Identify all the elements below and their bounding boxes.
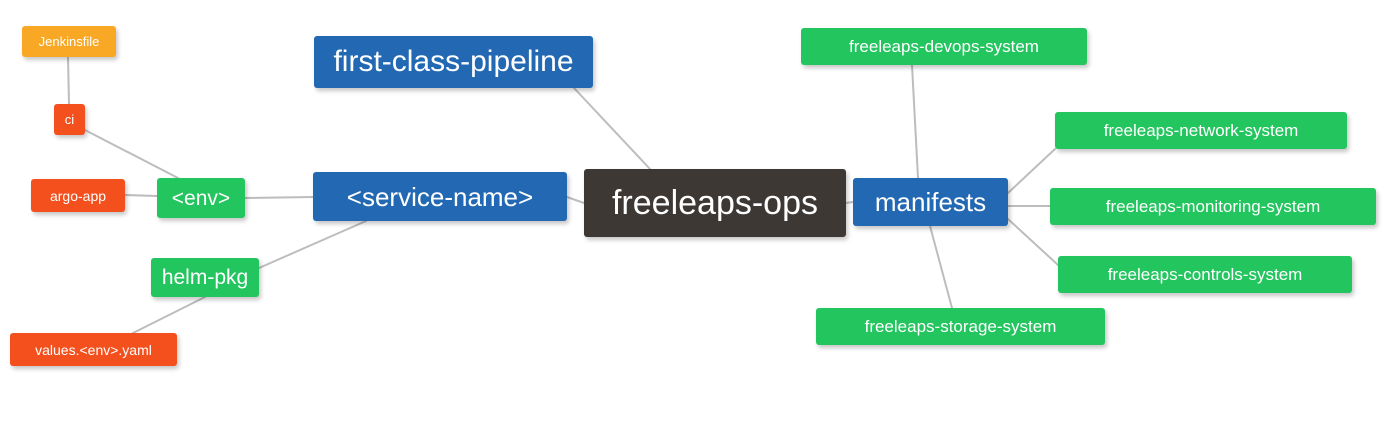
node-env[interactable]: <env> [157, 178, 245, 218]
edge-ci-to-jenkinsfile [67, 56, 70, 105]
node-first-class-pipeline[interactable]: first-class-pipeline [314, 36, 593, 88]
edge-env-to-argo-app [124, 194, 158, 197]
node-freeleaps-monitoring-system[interactable]: freeleaps-monitoring-system [1050, 188, 1376, 225]
node-freeleaps-controls-system[interactable]: freeleaps-controls-system [1058, 256, 1352, 293]
node-values-env-yaml[interactable]: values.<env>.yaml [10, 333, 177, 366]
node-argo-app[interactable]: argo-app [31, 179, 125, 212]
node-freeleaps-network-system[interactable]: freeleaps-network-system [1055, 112, 1347, 149]
node-ci[interactable]: ci [54, 104, 85, 135]
edge-manifests-to-freeleaps-network-system [1007, 148, 1056, 194]
node-freeleaps-ops[interactable]: freeleaps-ops [584, 169, 846, 237]
edge-service-name-to-env [244, 196, 314, 199]
edge-helm-pkg-to-values-env-yaml [132, 296, 206, 334]
node-manifests[interactable]: manifests [853, 178, 1008, 226]
node-jenkinsfile[interactable]: Jenkinsfile [22, 26, 116, 57]
node-service-name[interactable]: <service-name> [313, 172, 567, 221]
edge-env-to-ci [84, 129, 179, 179]
edge-manifests-to-freeleaps-devops-system [911, 64, 919, 179]
edge-manifests-to-freeleaps-controls-system [1007, 218, 1059, 266]
edge-service-name-to-helm-pkg [258, 220, 367, 269]
node-freeleaps-storage-system[interactable]: freeleaps-storage-system [816, 308, 1105, 345]
edge-freeleaps-ops-to-service-name [566, 196, 585, 204]
edge-freeleaps-ops-to-first-class-pipeline [573, 87, 651, 170]
node-helm-pkg[interactable]: helm-pkg [151, 258, 259, 297]
node-freeleaps-devops-system[interactable]: freeleaps-devops-system [801, 28, 1087, 65]
edge-freeleaps-ops-to-manifests [845, 201, 854, 204]
edge-manifests-to-freeleaps-storage-system [929, 225, 953, 309]
